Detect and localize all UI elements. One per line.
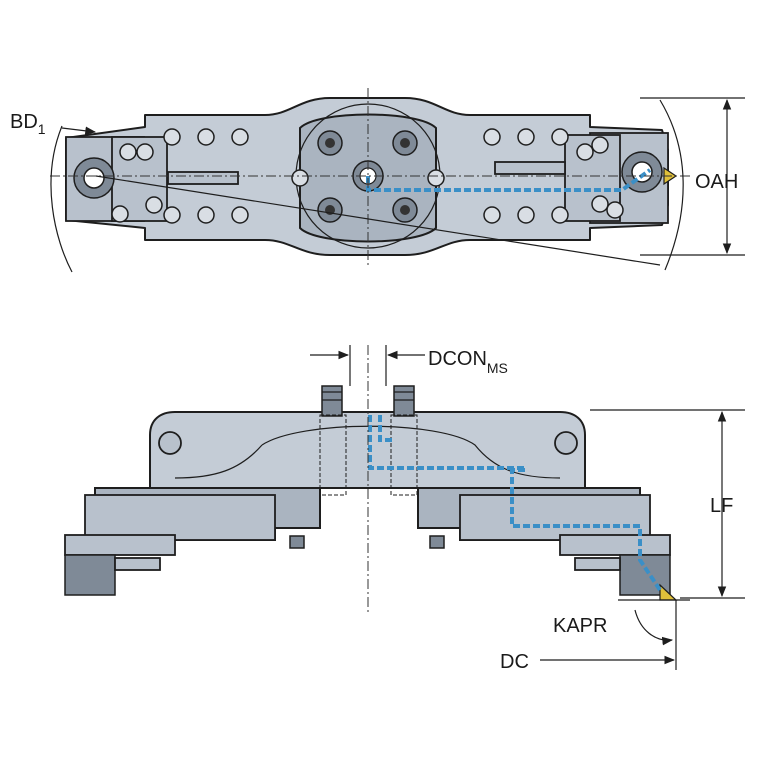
hub-bolts bbox=[317, 130, 418, 223]
coolant-channel-top bbox=[366, 168, 652, 192]
left-foot bbox=[64, 534, 176, 556]
oah-label: OAH bbox=[695, 171, 738, 193]
coolant-channel-side bbox=[368, 415, 662, 592]
top-screws bbox=[111, 128, 624, 224]
right-arc bbox=[659, 99, 684, 271]
left-cartridge-side bbox=[64, 554, 116, 596]
right-nut bbox=[429, 535, 445, 549]
dcon-label: DCONMS bbox=[428, 348, 508, 376]
right-arm-plate bbox=[459, 494, 651, 541]
left-pivot-hole bbox=[83, 167, 105, 189]
right-pivot-hole bbox=[631, 161, 653, 183]
left-adjust-slot bbox=[167, 171, 239, 185]
bd1-leader bbox=[61, 126, 97, 136]
dc-label: DC bbox=[500, 651, 529, 673]
housing-screw-left bbox=[158, 431, 182, 455]
left-nut bbox=[289, 535, 305, 549]
bore-hidden-left bbox=[319, 414, 347, 496]
left-arm-plate bbox=[84, 494, 276, 541]
right-cartridge-side bbox=[619, 554, 671, 596]
top-view bbox=[50, 88, 745, 273]
right-foot bbox=[559, 534, 671, 556]
housing-screw-right bbox=[554, 431, 578, 455]
bd1-label: BD1 bbox=[10, 111, 46, 137]
diagonal-line bbox=[95, 175, 661, 266]
stud-left bbox=[321, 385, 343, 417]
stud-right bbox=[393, 385, 415, 417]
bd1-arc bbox=[50, 125, 73, 273]
side-view bbox=[64, 345, 745, 670]
kapr-label: KAPR bbox=[553, 615, 607, 637]
lf-label: LF bbox=[710, 495, 733, 517]
housing-contour bbox=[261, 425, 561, 479]
housing-contour-left bbox=[174, 444, 263, 479]
left-cartridge-screw bbox=[114, 557, 161, 571]
coolant-branch bbox=[378, 415, 392, 442]
kapr-arc bbox=[634, 609, 674, 646]
right-adjust-slot bbox=[494, 161, 566, 175]
right-cartridge-screw bbox=[574, 557, 621, 571]
bore-hidden-right bbox=[390, 414, 418, 496]
